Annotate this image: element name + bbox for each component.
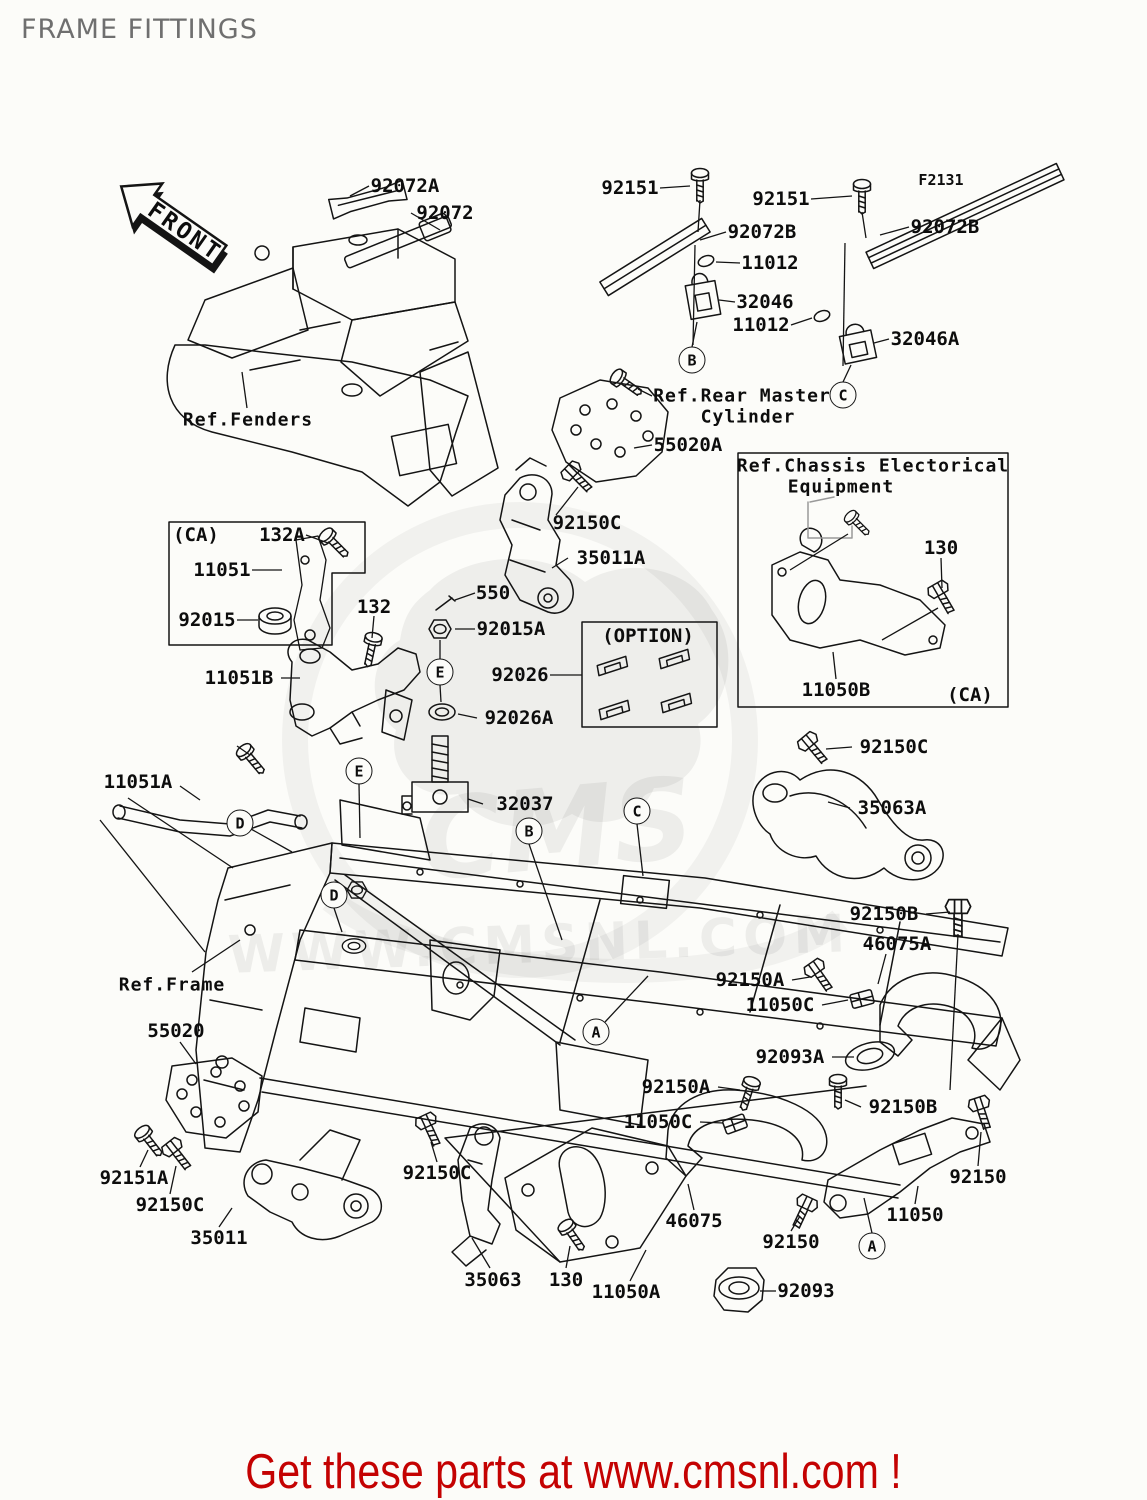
plate-55020: [165, 1057, 263, 1139]
linkage-35011: [243, 1129, 382, 1241]
hook-46075: [665, 1089, 828, 1177]
pin-11012-a: [697, 254, 715, 268]
rod-11051A: [112, 804, 308, 837]
bar-92072B-left: [599, 217, 711, 297]
fender-assembly: [166, 228, 499, 507]
hook-46075A: [879, 972, 1002, 1057]
bushing-92015: [258, 607, 292, 635]
clamp-32046A: [838, 323, 878, 365]
banner-text: Get these parts at www.cmsnl.com !: [245, 1445, 902, 1499]
bracket-11051B: [287, 638, 421, 745]
cms-watermark: CMS WWW.CMSNL.COM: [227, 502, 852, 986]
stud-32037: [401, 735, 469, 815]
arm-35063A: [752, 769, 944, 881]
pin-550: [435, 595, 456, 611]
pin-11012-b: [813, 309, 831, 323]
bracket-35011A: [499, 457, 574, 614]
rod-92072: [343, 212, 453, 269]
bracket-35063: [451, 1123, 501, 1267]
svg-text:CMS: CMS: [414, 753, 699, 906]
plate-11050A: [504, 1127, 687, 1263]
bar-92072B-right: [865, 162, 1065, 270]
plate-55020A: [551, 379, 669, 483]
frame: [195, 799, 1021, 1263]
leader-lines: [99, 185, 982, 1292]
chassis-box: [737, 452, 1009, 708]
strap-92072A: [327, 179, 408, 220]
bracket-11050: [823, 1117, 991, 1219]
damper-92093: [713, 1267, 765, 1313]
clamp-32046: [684, 272, 722, 321]
front-arrow: FRONT: [119, 182, 229, 274]
ca-box: [168, 521, 366, 651]
page-title: FRAME FITTINGS: [21, 14, 258, 45]
